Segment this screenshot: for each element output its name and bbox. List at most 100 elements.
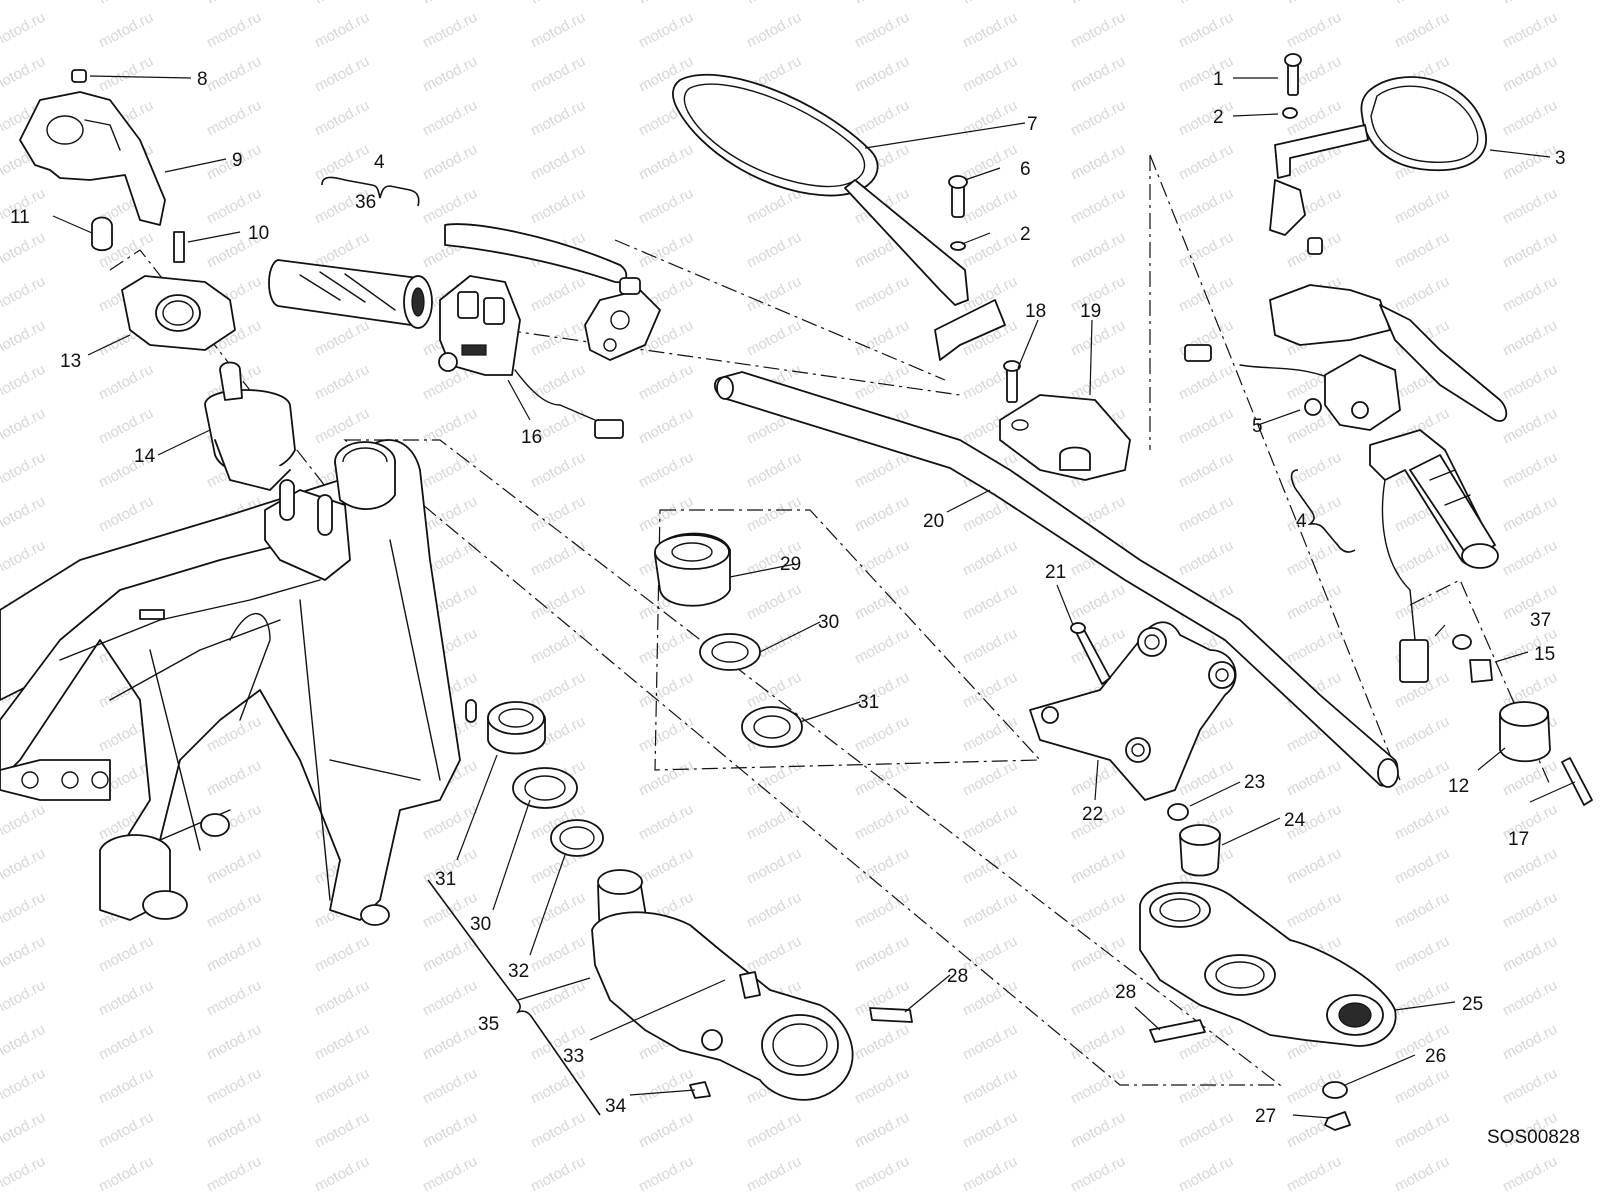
watermark-text: motod.ru [96, 1021, 156, 1064]
callout-2-right: 2 [1213, 107, 1224, 128]
watermark-text: motod.ru [744, 493, 804, 536]
callout-34: 34 [605, 1096, 627, 1117]
watermark-text: motod.ru [852, 625, 912, 668]
watermark-text: motod.ru [744, 9, 804, 52]
watermark-text: motod.ru [1500, 361, 1560, 404]
watermark-text: motod.ru [852, 1021, 912, 1064]
watermark-text: motod.ru [960, 889, 1020, 932]
watermark-text: motod.ru [0, 1153, 48, 1196]
callout-13: 13 [60, 351, 81, 372]
watermark-text: motod.ru [1068, 53, 1128, 96]
watermark-text: motod.ru [1176, 53, 1236, 96]
callout-27: 27 [1255, 1106, 1276, 1127]
watermark-text: motod.ru [0, 537, 48, 580]
watermark-text: motod.ru [1068, 889, 1128, 932]
callout-29: 29 [780, 554, 801, 575]
watermark-text: motod.ru [96, 53, 156, 96]
callout-28-left: 28 [947, 966, 968, 987]
watermark-text: motod.ru [1176, 9, 1236, 52]
watermark-text: motod.ru [1392, 889, 1452, 932]
watermark-text: motod.ru [636, 405, 696, 448]
watermark-text: motod.ru [744, 669, 804, 712]
watermark-text: motod.ru [636, 757, 696, 800]
callout-16: 16 [521, 427, 542, 448]
callout-4-right: 4 [1296, 511, 1307, 532]
watermark-text: motod.ru [960, 933, 1020, 976]
watermark-text: motod.ru [1500, 1021, 1560, 1064]
left-lever-group [444, 223, 661, 361]
watermark-text: motod.ru [0, 9, 48, 52]
watermark-text: motod.ru [960, 229, 1020, 272]
watermark-text: motod.ru [312, 405, 372, 448]
watermark-text: motod.ru [420, 185, 480, 228]
watermark-text: motod.ru [528, 185, 588, 228]
watermark-text: motod.ru [1176, 537, 1236, 580]
watermark-text: motod.ru [528, 977, 588, 1020]
callout-15: 15 [1534, 644, 1555, 665]
watermark-text: motod.ru [852, 933, 912, 976]
watermark-text: motod.ru [744, 801, 804, 844]
watermark-text: motod.ru [1392, 1153, 1452, 1196]
watermark-text: motod.ru [960, 1021, 1020, 1064]
left-mirror [672, 73, 1006, 361]
watermark-text: motod.ru [1068, 933, 1128, 976]
watermark-text: motod.ru [312, 1153, 372, 1196]
watermark-text: motod.ru [420, 977, 480, 1020]
watermark-text: motod.ru [1284, 493, 1344, 536]
watermark-text: motod.ru [420, 53, 480, 96]
callout-32: 32 [508, 961, 529, 982]
watermark-text: motod.ru [852, 889, 912, 932]
watermark-text: motod.ru [0, 317, 48, 360]
watermark-text: motod.ru [0, 273, 48, 316]
leader-lines [52, 75, 1576, 1119]
watermark-text: motod.ru [1284, 845, 1344, 888]
watermark-text: motod.ru [1068, 581, 1128, 624]
watermark-text: motod.ru [1392, 581, 1452, 624]
watermark-text: motod.ru [1392, 229, 1452, 272]
watermark-text: motod.ru [0, 889, 48, 932]
watermark-text: motod.ru [1176, 141, 1236, 184]
watermark-text: motod.ru [1068, 185, 1128, 228]
callout-8: 8 [197, 69, 208, 90]
watermark-text: motod.ru [960, 625, 1020, 668]
watermark-text: motod.ru [96, 933, 156, 976]
watermark-text: motod.ru [744, 317, 804, 360]
callout-6: 6 [1020, 159, 1031, 180]
watermark-text: motod.ru [636, 361, 696, 404]
riser-clamp [999, 360, 1131, 481]
watermark-text: motod.ru [0, 493, 48, 536]
watermark-text: motod.ru [528, 1153, 588, 1196]
watermark-text: motod.ru [204, 53, 264, 96]
watermark-text: motod.ru [960, 141, 1020, 184]
watermark-text: motod.ru [1500, 0, 1560, 8]
watermark-text: motod.ru [528, 625, 588, 668]
watermark-text: motod.ru [744, 845, 804, 888]
watermark-text: motod.ru [204, 757, 264, 800]
callout-9: 9 [232, 150, 243, 171]
watermark-text: motod.ru [1500, 141, 1560, 184]
watermark-text: motod.ru [420, 1021, 480, 1064]
watermark-text: motod.ru [0, 933, 48, 976]
ignition-group [19, 69, 296, 491]
watermark-text: motod.ru [744, 933, 804, 976]
watermark-text: motod.ru [312, 141, 372, 184]
watermark-text: motod.ru [1284, 0, 1344, 8]
watermark-text: motod.ru [528, 361, 588, 404]
callout-31-box: 31 [858, 692, 879, 713]
watermark-text: motod.ru [1392, 1109, 1452, 1152]
watermark-text: motod.ru [852, 317, 912, 360]
watermark-text: motod.ru [636, 713, 696, 756]
watermark-text: motod.ru [1392, 845, 1452, 888]
watermark-text: motod.ru [1500, 405, 1560, 448]
watermark-text: motod.ru [420, 141, 480, 184]
watermark-text: motod.ru [528, 53, 588, 96]
watermark-text: motod.ru [0, 1065, 48, 1108]
callout-26: 26 [1425, 1046, 1446, 1067]
watermark-text: motod.ru [960, 97, 1020, 140]
watermark-text: motod.ru [1392, 933, 1452, 976]
watermark-text: motod.ru [1068, 1021, 1128, 1064]
frame [0, 439, 461, 926]
watermark-text: motod.ru [852, 273, 912, 316]
watermark-text: motod.ru [528, 141, 588, 184]
watermark-text: motod.ru [96, 493, 156, 536]
